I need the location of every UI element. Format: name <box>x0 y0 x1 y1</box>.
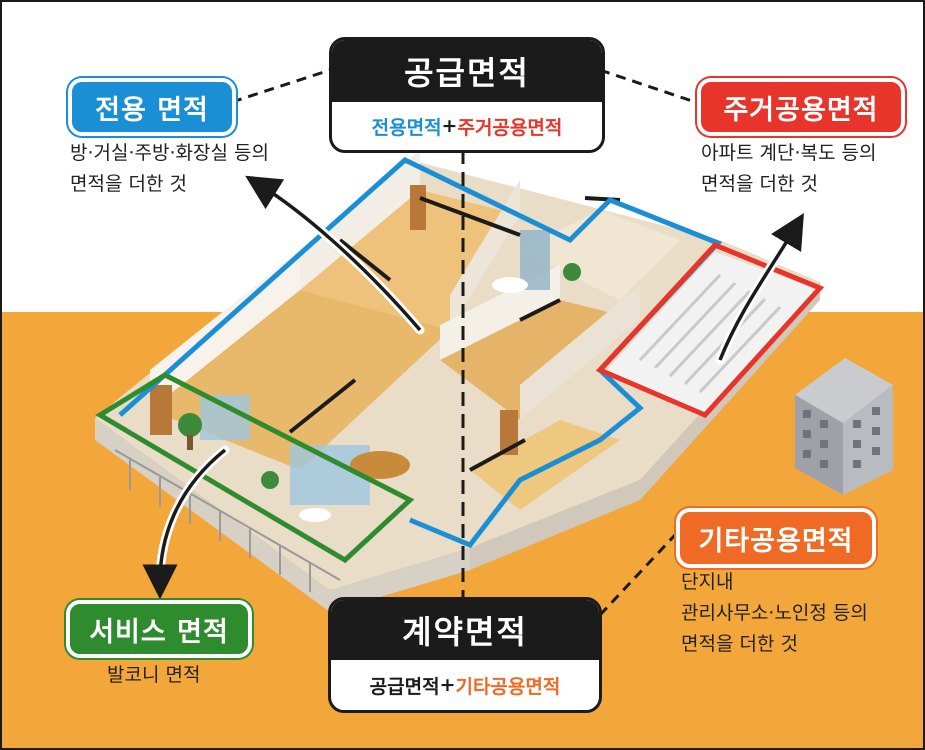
supply-area-box: 공급면적 전용면적 + 주거공용면적 <box>329 37 605 153</box>
other-desc-line: 단지내 <box>681 571 734 593</box>
service-area-outline <box>95 372 415 564</box>
curved-arrow-icon <box>142 175 804 600</box>
other-desc-line: 면적을 더한 것 <box>681 633 798 655</box>
supply-area-title: 공급면적 <box>332 40 602 102</box>
exclusive-area-label: 전용 면적 <box>68 78 236 136</box>
formula-supply: 공급면적 <box>369 675 440 698</box>
plant-icon <box>178 263 581 489</box>
supply-area-formula: 전용면적 + 주거공용면적 <box>332 102 602 150</box>
formula-exclusive: 전용면적 <box>371 116 442 139</box>
contract-area-title: 계약면적 <box>331 600 599 660</box>
other-common-area-label: 기타공용면적 <box>676 508 876 568</box>
residential-common-description: 아파트 계단·복도 등의 면적을 더한 것 <box>701 138 876 200</box>
exclusive-area-description: 방·거실·주방·화장실 등의 면적을 더한 것 <box>70 138 269 200</box>
connector-lines <box>231 68 696 617</box>
service-area-description: 발코니 면적 <box>107 660 200 691</box>
formula-residential-common: 주거공용면적 <box>457 116 563 139</box>
residential-desc-line: 면적을 더한 것 <box>701 173 818 195</box>
service-area-label: 서비스 면적 <box>66 600 252 658</box>
service-desc-line: 발코니 면적 <box>107 664 201 686</box>
building-icon <box>795 358 893 495</box>
other-desc-line: 관리사무소·노인정 등의 <box>681 602 868 624</box>
residential-desc-line: 아파트 계단·복도 등의 <box>701 142 877 164</box>
residential-common-area-label: 주거공용면적 <box>697 78 905 136</box>
apartment-floorplan-illustration <box>95 150 825 612</box>
exclusive-desc-line: 면적을 더한 것 <box>70 173 187 195</box>
formula-other-common: 기타공용면적 <box>455 675 561 698</box>
formula-plus: + <box>441 115 458 137</box>
contract-area-formula: 공급면적 + 기타공용면적 <box>331 660 599 710</box>
other-common-description: 단지내 관리사무소·노인정 등의 면적을 더한 것 <box>681 567 868 660</box>
formula-plus: + <box>439 674 456 696</box>
exclusive-desc-line: 방·거실·주방·화장실 등의 <box>70 142 269 164</box>
contract-area-box: 계약면적 공급면적 + 기타공용면적 <box>328 597 602 713</box>
residential-common-outline <box>595 242 825 419</box>
